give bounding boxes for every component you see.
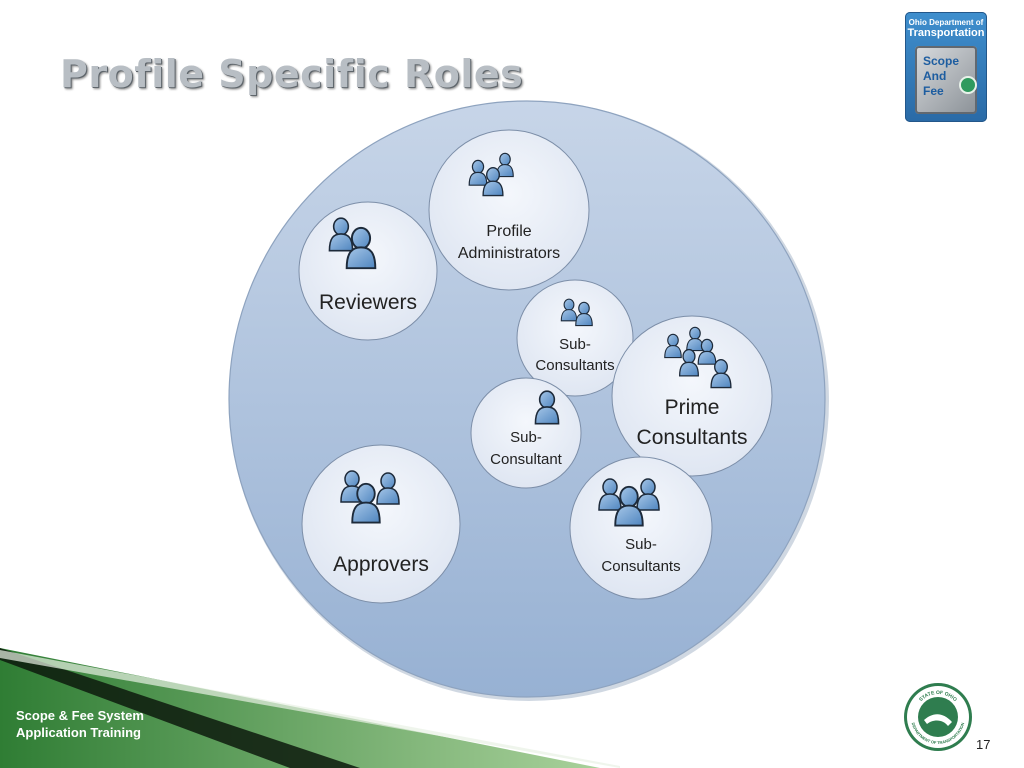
logo-agency-line1: Ohio Department of (908, 18, 984, 27)
footer-line-2: Application Training (16, 725, 141, 740)
page-number: 17 (976, 737, 991, 752)
role-prime-consultants: Prime Consultants (611, 315, 773, 477)
role-label-line: Consultant (490, 451, 563, 468)
role-reviewers: Reviewers (298, 201, 438, 341)
role-sub-consultants-upper: Sub- Consultants (516, 279, 634, 397)
seal-swoosh-icon (924, 714, 952, 726)
role-label-line: Administrators (458, 245, 560, 262)
logo-word-and: And (923, 69, 947, 83)
role-label-line: Sub- (559, 336, 591, 353)
logo-word-fee: Fee (923, 84, 944, 98)
role-label-line: Profile (486, 223, 531, 240)
logo-plate: Scope And Fee (915, 46, 977, 114)
role-sub-consultant: Sub- Consultant (470, 377, 582, 489)
role-label-line: Sub- (625, 536, 657, 553)
role-label-line: Reviewers (319, 291, 417, 314)
slide-title: Profile Specific Roles (60, 52, 524, 96)
footer-line-1: Scope & Fee System (16, 708, 144, 723)
clock-icon (959, 76, 977, 94)
role-sub-consultants-lower: Sub- Consultants (569, 456, 713, 600)
logo-word-scope: Scope (923, 54, 960, 68)
scope-and-fee-logo: Ohio Department of Transportation Scope … (905, 12, 987, 122)
role-label-line: Sub- (510, 429, 542, 446)
role-label-line: Prime (665, 396, 720, 419)
role-approvers: Approvers (301, 444, 461, 604)
role-label-line: Consultants (535, 357, 614, 374)
odot-seal: STATE OF OHIO DEPARTMENT OF TRANSPORTATI… (904, 683, 972, 751)
role-label-line: Consultants (601, 558, 680, 575)
logo-agency-line2: Transportation (907, 27, 985, 39)
role-profile-administrators: Profile Administrators (428, 129, 590, 291)
footer-course-title: Scope & Fee System Application Training (16, 707, 144, 741)
role-label-line: Approvers (333, 553, 429, 576)
role-label-line: Consultants (637, 426, 748, 449)
